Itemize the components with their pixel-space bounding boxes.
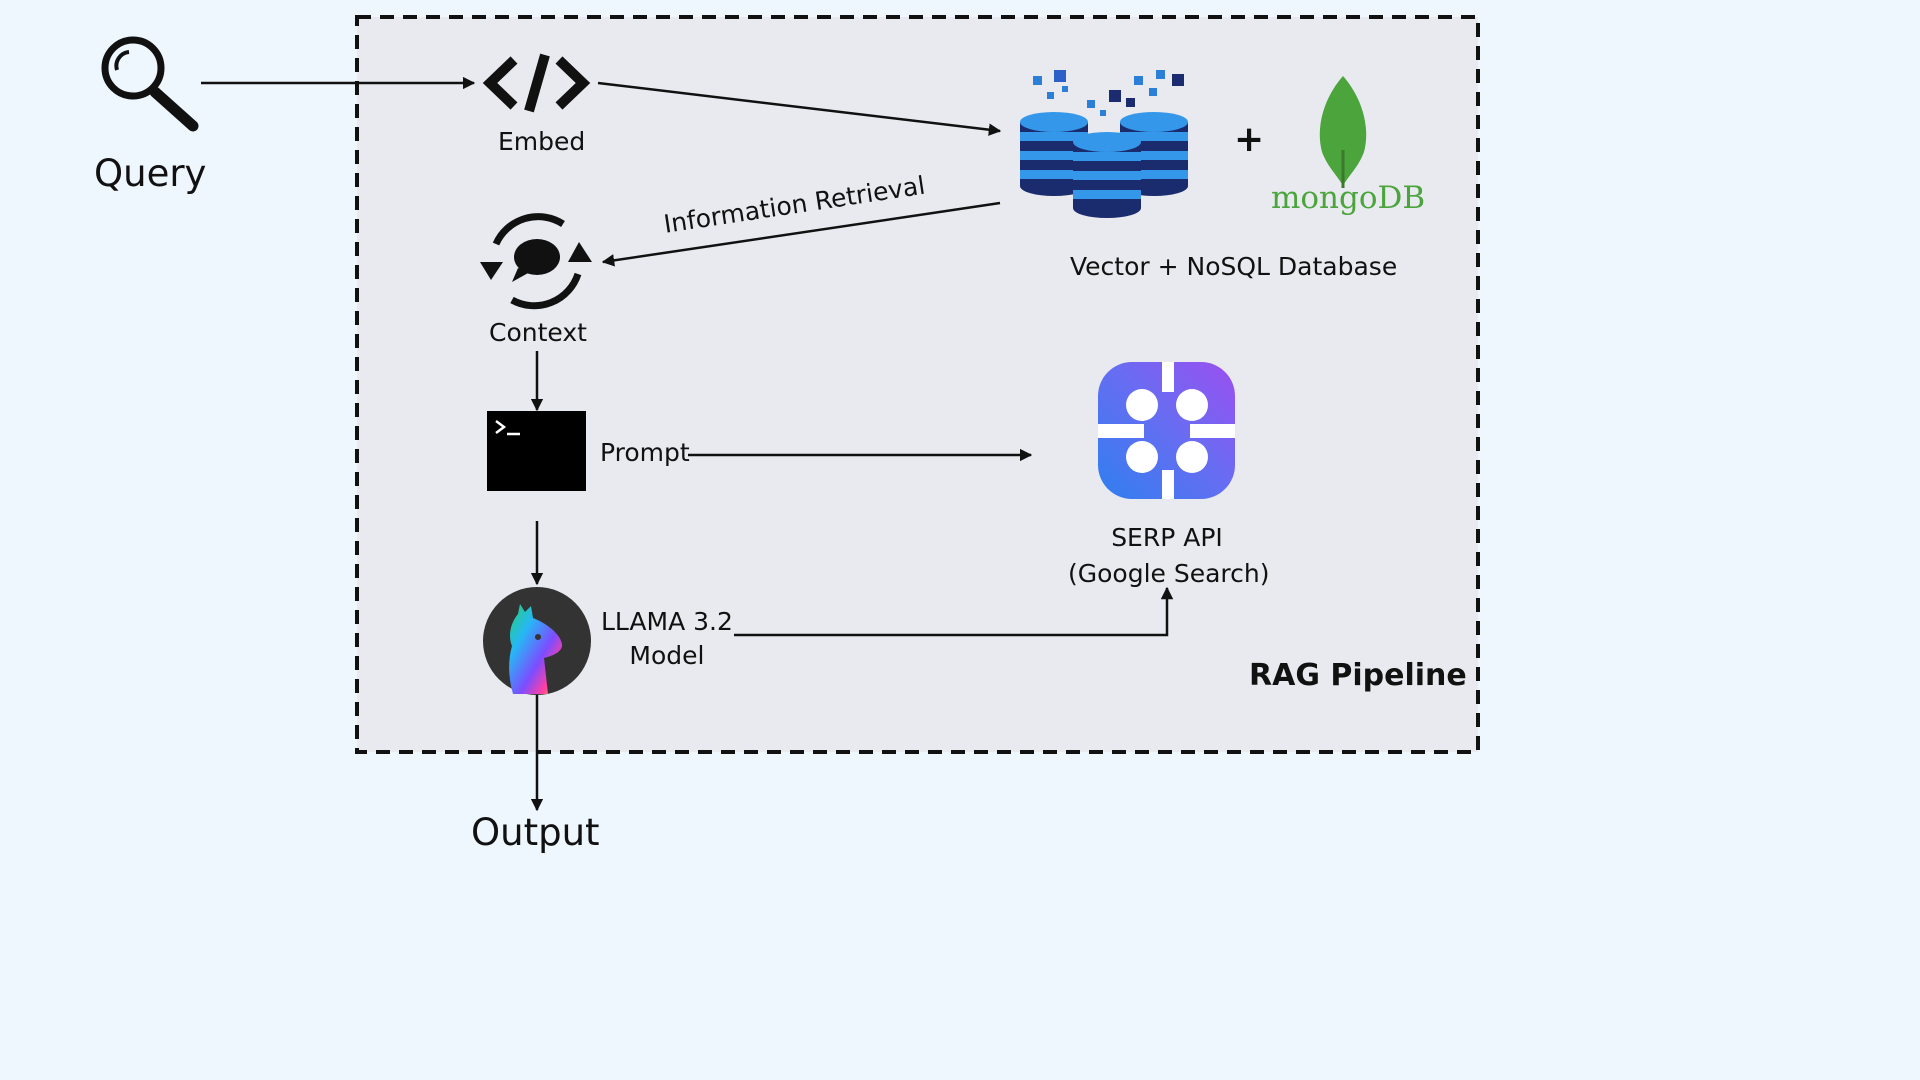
arrow-database-to-context — [601, 201, 1001, 267]
database-label: Vector + NoSQL Database — [1070, 252, 1398, 281]
database-cluster-icon — [1020, 70, 1188, 218]
llama-logo-icon — [483, 587, 591, 695]
rag-pipeline-title: RAG Pipeline — [1249, 658, 1467, 693]
code-icon — [482, 53, 591, 113]
mongodb-leaf-icon — [1319, 76, 1367, 188]
llama-model-suffix: Model — [629, 641, 705, 670]
chat-refresh-icon — [480, 213, 592, 310]
diagram-canvas — [101, 15, 1480, 812]
serp-api-subtitle: (Google Search) — [1068, 559, 1270, 588]
output-label: Output — [471, 811, 600, 854]
terminal-icon — [487, 411, 586, 491]
query-label: Query — [94, 152, 207, 195]
serp-api-name: SERP API — [1111, 523, 1223, 552]
serp-api-logo-icon — [1098, 362, 1235, 499]
llama-model-label: LLAMA 3.2 Model — [601, 605, 733, 673]
plus-sign: + — [1234, 119, 1265, 160]
llama-model-name: LLAMA 3.2 — [601, 607, 733, 636]
rag-pipeline-diagram: Query Embed Information Retrieval Contex… — [94, 15, 1480, 854]
search-icon — [101, 36, 199, 132]
arrow-embed-to-database — [597, 81, 1002, 136]
serp-api-label: SERP API (Google Search) — [1068, 520, 1270, 592]
mongodb-wordmark: mongoDB — [1271, 180, 1426, 216]
context-label: Context — [489, 318, 587, 347]
embed-label: Embed — [498, 127, 586, 156]
arrow-llama-to-serp — [734, 586, 1174, 637]
prompt-label: Prompt — [600, 438, 690, 467]
